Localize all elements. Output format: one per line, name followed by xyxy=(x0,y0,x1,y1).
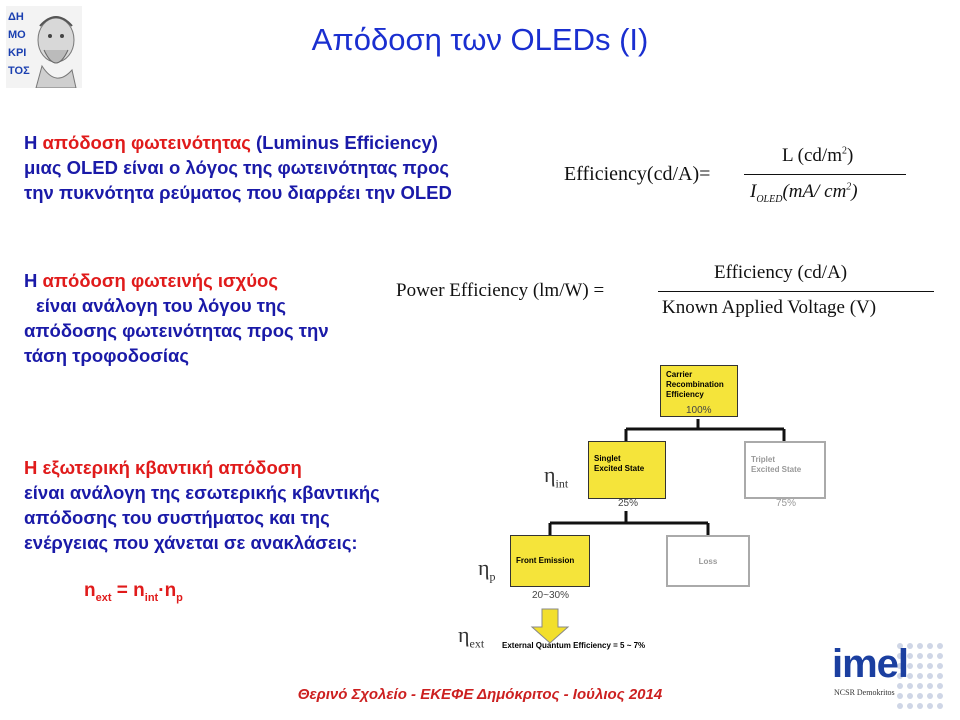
eq1-num: L (cd/m xyxy=(782,145,842,166)
eta-int-label: ηint xyxy=(544,462,568,491)
singlet-line1: Singlet xyxy=(594,454,621,463)
eq2-numerator: Efficiency (cd/A) xyxy=(714,262,848,283)
eq1-den-sub: OLED xyxy=(756,193,783,205)
carrier-recombination-box: Carrier Recombination Efficiency xyxy=(660,365,738,417)
eta-int-sub: int xyxy=(555,476,569,491)
section2-line2: είναι ανάλογη του λόγου της xyxy=(36,295,286,316)
section1-prefix: Η xyxy=(24,132,43,153)
section2-line3: απόδοσης φωτεινότητας προς την xyxy=(24,320,329,341)
section1-line3: την πυκνότητα ρεύματος που διαρρέει την … xyxy=(24,182,452,203)
formula-n1: n xyxy=(84,580,96,601)
eta-p-symbol: η xyxy=(478,555,490,580)
section1-line1: Η απόδοση φωτεινότητας (Luminus Efficien… xyxy=(24,130,544,155)
section2-prefix: Η xyxy=(24,270,43,291)
demokritos-logo: ΔΗ ΜΟ ΚΡΙ ΤΟΣ xyxy=(6,6,82,89)
imel-subtitle: NCSR Demokritos xyxy=(834,688,895,697)
section1-highlight: απόδοση φωτεινότητας xyxy=(42,132,251,153)
eq1-num-sup: 2 xyxy=(841,145,847,157)
logo-letters-1: ΔΗ xyxy=(8,11,24,23)
section2-line4: τάση τροφοδοσίας xyxy=(24,345,190,366)
eta-int-symbol: η xyxy=(544,462,556,487)
section3-line2: είναι ανάλογη της εσωτερικής κβαντικής xyxy=(24,482,380,503)
singlet-percent: 25% xyxy=(618,498,639,509)
logo-letters-2: ΜΟ xyxy=(8,29,26,41)
eq1-fraction-bar xyxy=(744,174,906,175)
imel-wordmark: imel xyxy=(832,642,909,686)
section1-after: (Luminus Efficiency) xyxy=(250,132,438,153)
logo-letters-3: ΚΡΙ xyxy=(8,47,27,59)
singlet-state-box: Singlet Excited State xyxy=(588,441,666,499)
eq1-denominator: IOLED(mA/ cm2) xyxy=(750,181,858,205)
power-efficiency-text: Η απόδοση φωτεινής ισχύος είναι ανάλογη … xyxy=(24,268,404,368)
top-box-line2: Recombination xyxy=(666,380,724,389)
quantum-efficiency-formula: next = nint·np xyxy=(84,580,183,604)
triplet-line2: Excited State xyxy=(751,465,802,474)
eq1-numerator: L (cd/m2) xyxy=(782,145,853,167)
section3-line3: απόδοσης του συστήματος και της xyxy=(24,507,330,528)
top-box-line1: Carrier xyxy=(666,370,693,379)
section1-line2: μιας OLED είναι ο λόγος της φωτεινότητας… xyxy=(24,157,450,178)
formula-n3: n xyxy=(164,580,177,601)
singlet-line2: Excited State xyxy=(594,464,645,473)
formula-s2: int xyxy=(144,591,159,604)
eq1-den-i: I xyxy=(750,181,757,202)
eta-ext-symbol: η xyxy=(458,622,470,647)
formula-eq: = xyxy=(111,580,134,601)
front-emission-percent: 20~30% xyxy=(532,590,569,601)
imel-dot-grid-icon xyxy=(897,643,943,709)
eq2-lhs: Power Efficiency (lm/W) = xyxy=(396,280,605,301)
formula-s3: p xyxy=(176,591,183,604)
eq1-lhs: Efficiency(cd/A)= xyxy=(564,163,711,185)
power-efficiency-equation: Power Efficiency (lm/W) = Efficiency (cd… xyxy=(396,262,940,332)
top-box-line3: Efficiency xyxy=(666,390,704,399)
eta-p-label: ηp xyxy=(478,555,496,584)
efficiency-tree-diagram: Carrier Recombination Efficiency 100% Si… xyxy=(440,355,860,665)
top-percent: 100% xyxy=(686,405,712,416)
external-quantum-efficiency-text: Η εξωτερική κβαντική απόδοση είναι ανάλο… xyxy=(24,455,454,555)
external-quantum-efficiency-label: External Quantum Efficiency = 5 ~ 7% xyxy=(502,641,646,650)
front-emission-box: Front Emission xyxy=(510,535,590,587)
formula-s1: ext xyxy=(95,591,112,604)
loss-box: Loss xyxy=(666,535,750,587)
eq1-den-rest: (mA/ cm xyxy=(782,181,847,202)
formula-n2: n xyxy=(133,580,145,601)
luminous-efficiency-equation: Efficiency(cd/A)= L (cd/m2) IOLED(mA/ cm… xyxy=(564,145,924,215)
luminous-efficiency-text: Η απόδοση φωτεινότητας (Luminus Efficien… xyxy=(24,130,544,205)
eq1-den-end: ) xyxy=(851,181,858,202)
triplet-line1: Triplet xyxy=(751,455,776,464)
slide-title: Απόδοση των OLEDs (I) xyxy=(311,22,649,57)
section3-line1: Η εξωτερική κβαντική απόδοση xyxy=(24,457,302,478)
logo-letters-4: ΤΟΣ xyxy=(8,65,30,77)
formula-dot: · xyxy=(158,580,165,601)
section3-line4: ενέργειας που χάνεται σε ανακλάσεις: xyxy=(24,532,358,553)
eq1-num-end: ) xyxy=(846,145,854,166)
eq2-denominator: Known Applied Voltage (V) xyxy=(662,297,877,318)
tree-connector-lines xyxy=(530,419,786,644)
triplet-percent: 75% xyxy=(776,498,797,509)
demokritos-portrait-icon xyxy=(6,6,82,89)
eq2-fraction-bar xyxy=(658,291,934,292)
down-arrow-icon xyxy=(530,608,570,644)
triplet-state-box: Triplet Excited State xyxy=(744,441,826,499)
eq1-den-sup: 2 xyxy=(846,181,852,193)
footer-text: Θερινό Σχολείο - ΕΚΕΦΕ Δημόκριτος - Ιούλ… xyxy=(297,686,663,703)
section2-line1: Η απόδοση φωτεινής ισχύος xyxy=(24,268,404,293)
eta-ext-label: ηext xyxy=(458,622,484,651)
section2-highlight: απόδοση φωτεινής ισχύος xyxy=(42,270,278,291)
eta-p-sub: p xyxy=(489,569,496,584)
eta-ext-sub: ext xyxy=(469,636,485,651)
imel-logo: imel NCSR Demokritos xyxy=(832,640,950,716)
